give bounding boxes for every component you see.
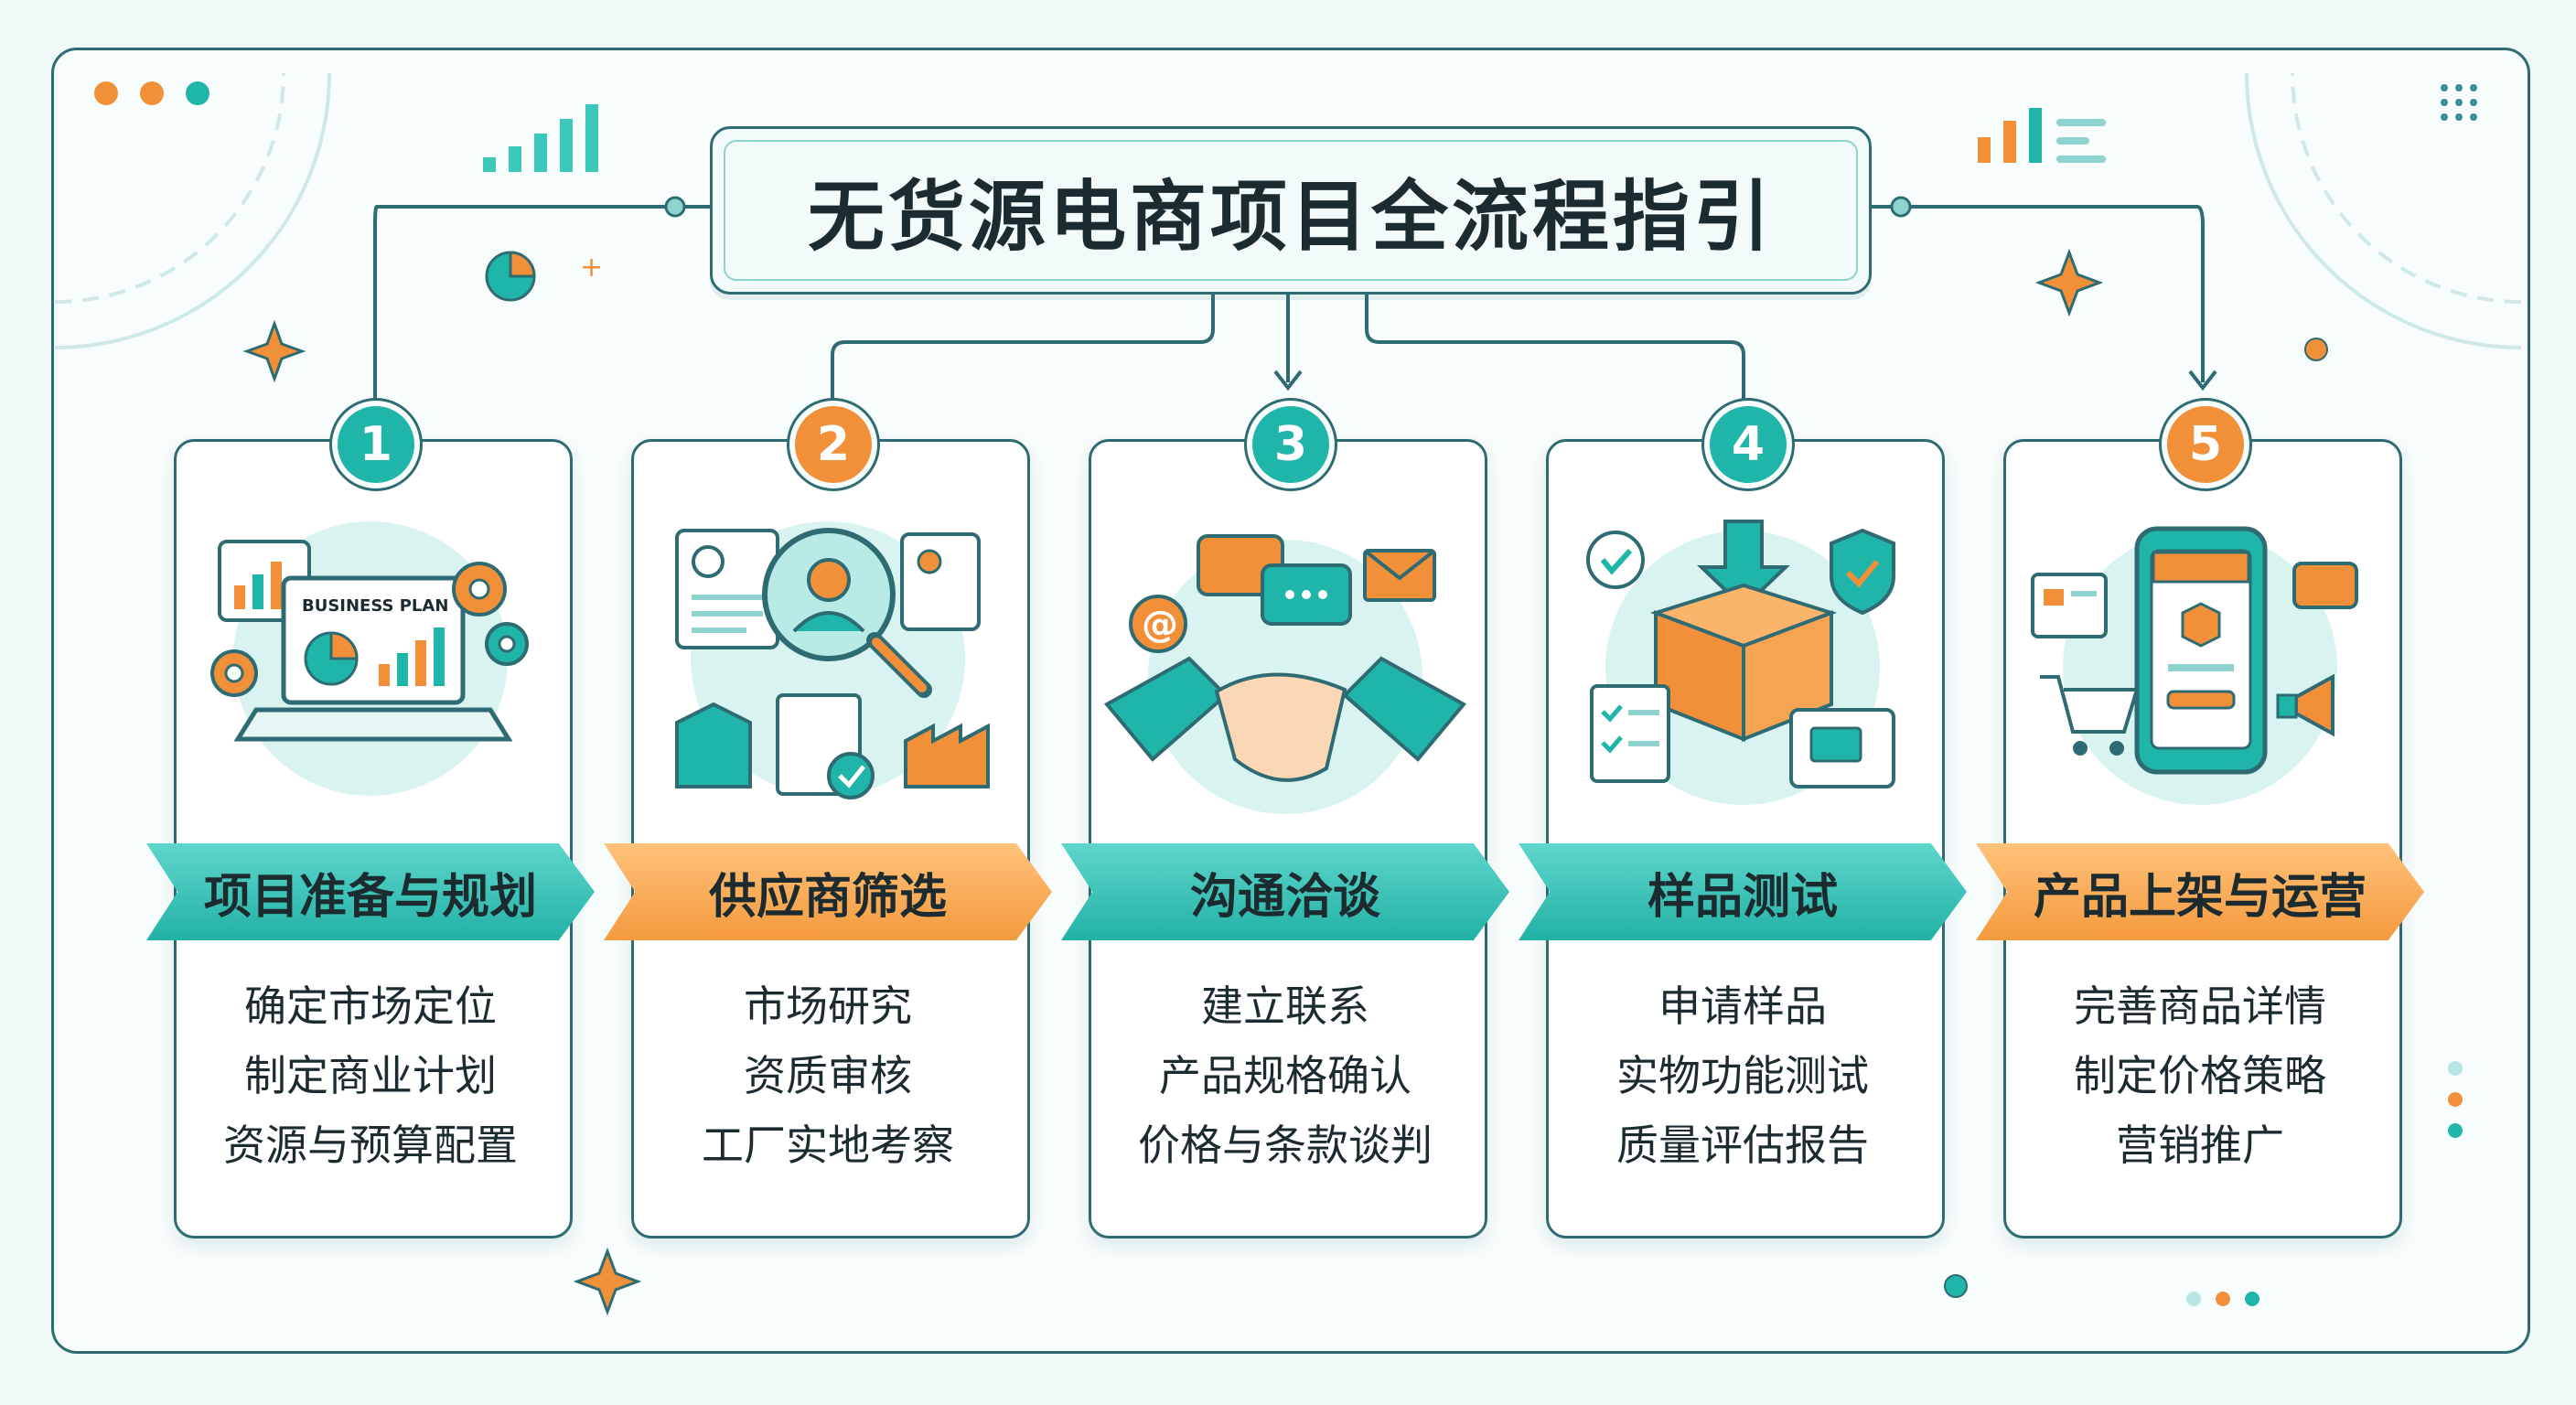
step-title-ribbon: 沟通洽谈	[1061, 843, 1509, 940]
step-item: 市场研究	[744, 981, 912, 1031]
step-items-list: 确定市场定位制定商业计划资源与预算配置	[174, 971, 567, 1180]
step-item: 资源与预算配置	[223, 1121, 518, 1170]
step-number-badge: 1	[332, 401, 420, 488]
step-item: 价格与条款谈判	[1138, 1121, 1433, 1170]
step-items-list: 市场研究资质审核工厂实地考察	[631, 971, 1025, 1180]
step-item: 申请样品	[1658, 981, 1827, 1031]
mobile-shop-icon	[2031, 526, 2358, 805]
step-item: 工厂实地考察	[702, 1121, 954, 1170]
step-item: 实物功能测试	[1616, 1051, 1869, 1100]
step-item: 资质审核	[744, 1051, 912, 1100]
step-item: 制定商业计划	[244, 1051, 497, 1100]
step-number-badge: 2	[789, 401, 877, 488]
step-title-ribbon: 产品上架与运营	[1976, 843, 2424, 940]
step-number-badge: 4	[1704, 401, 1792, 488]
step-item: 确定市场定位	[244, 981, 497, 1031]
step-title-ribbon: 样品测试	[1519, 843, 1967, 940]
handshake-icon: @	[1103, 534, 1467, 814]
step-items-list: 申请样品实物功能测试质量评估报告	[1546, 971, 1939, 1180]
step-items-list: 建立联系产品规格确认价格与条款谈判	[1089, 971, 1482, 1180]
svg-text:@: @	[1142, 604, 1178, 646]
business-plan-text: BUSINESS PLAN	[302, 596, 448, 616]
step-item: 产品规格确认	[1159, 1051, 1411, 1100]
step-title-ribbon: 项目准备与规划	[146, 843, 595, 940]
title-box: 无货源电商项目全流程指引	[710, 126, 1872, 295]
step-item: 营销推广	[2116, 1121, 2284, 1170]
step-title-ribbon: 供应商筛选	[604, 843, 1052, 940]
sample-box-icon	[1586, 520, 1895, 805]
step-items-list: 完善商品详情制定价格策略营销推广	[2003, 971, 2397, 1180]
step-item: 制定价格策略	[2074, 1051, 2326, 1100]
step-item: 建立联系	[1201, 981, 1369, 1031]
step-item: 完善商品详情	[2074, 981, 2326, 1031]
supplier-search-icon	[675, 521, 990, 799]
step-item: 质量评估报告	[1616, 1121, 1869, 1170]
page-title: 无货源电商项目全流程指引	[724, 140, 1858, 281]
business-plan-laptop-icon: BUSINESS PLAN	[210, 521, 529, 796]
step-number-badge: 5	[2162, 401, 2249, 488]
step-number-badge: 3	[1247, 401, 1335, 488]
